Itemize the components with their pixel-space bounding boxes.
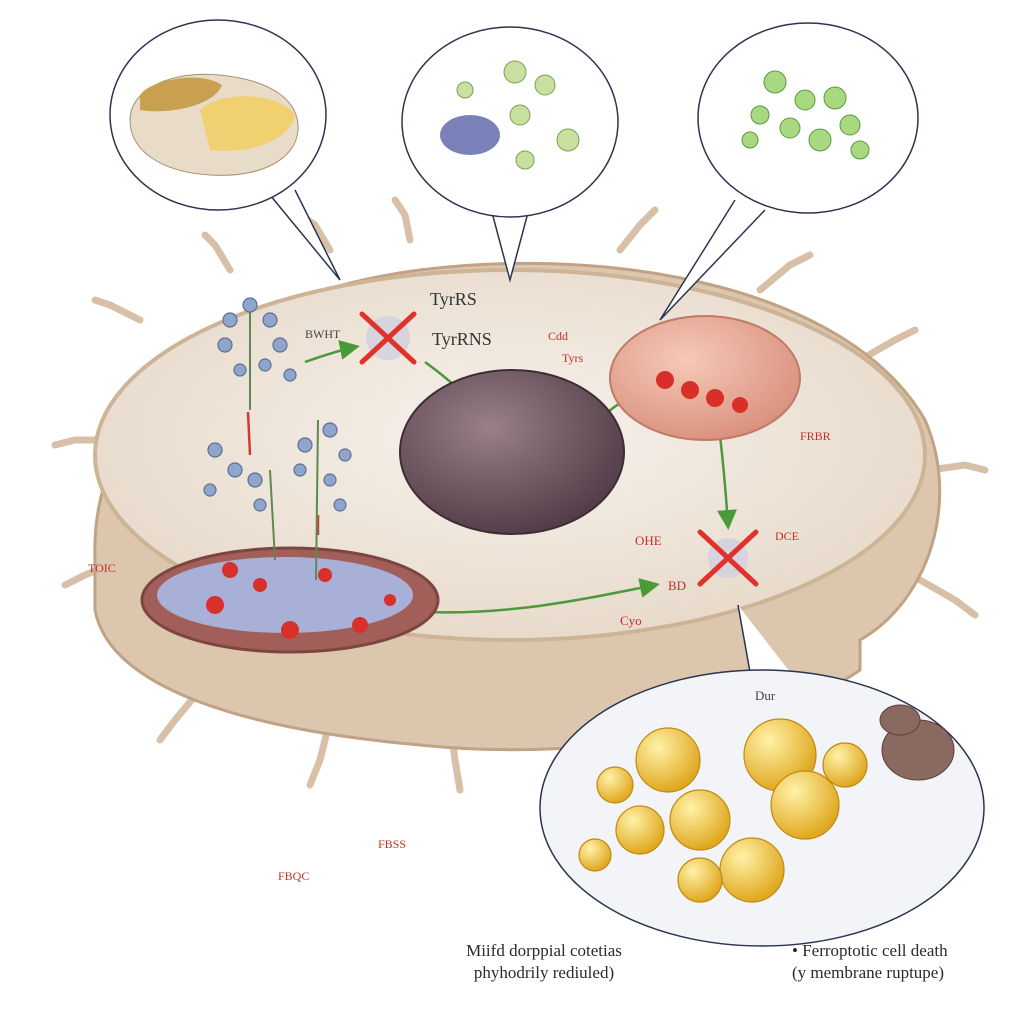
zoom-bubble-ferroptosis <box>539 604 985 947</box>
label-toic: TOIC <box>88 561 116 575</box>
organelle-right <box>609 315 801 441</box>
caption-right-line1: • Ferroptotic cell death <box>792 941 948 960</box>
caption-left-line1: Miifd dorppial cotetias <box>466 941 622 960</box>
label-fbss: FBSS <box>378 837 406 851</box>
label-bwht: BWHT <box>305 327 341 341</box>
label-frbr: FRBR <box>800 429 831 443</box>
nucleus <box>399 369 625 535</box>
caption-ferroptosis: • Ferroptotic cell death (y membrane rup… <box>792 940 1012 984</box>
caption-right-line2: (y membrane ruptupe) <box>792 963 944 982</box>
zoom-bubble-right <box>659 22 919 321</box>
caption-mitochondria: Miifd dorppial cotetias phyhodrily rediu… <box>434 940 654 984</box>
label-cyo: Cyo <box>620 613 642 628</box>
inhibit-mark-center <box>697 529 759 587</box>
label-tyrrns: TyrRNS <box>432 329 492 349</box>
red-arrows <box>246 411 320 535</box>
label-dce: DCE <box>775 529 799 543</box>
label-fbqc: FBQC <box>278 869 309 883</box>
label-tyrs: Tyrs <box>562 351 583 365</box>
label-bd: BD <box>668 578 686 593</box>
label-cdd: Cdd <box>548 329 568 343</box>
zoom-bubble-left <box>109 19 341 281</box>
vesicle-trees <box>203 297 352 581</box>
inhibit-mark-tyrrs <box>359 311 417 365</box>
label-dur: Dur <box>755 688 776 703</box>
label-ohe: OHE <box>635 533 662 548</box>
mitochondrion <box>140 546 440 654</box>
caption-left-line2: phyhodrily rediuled) <box>473 963 615 982</box>
label-tyrrs: TyrRS <box>430 289 477 309</box>
zoom-bubble-middle <box>401 26 619 283</box>
